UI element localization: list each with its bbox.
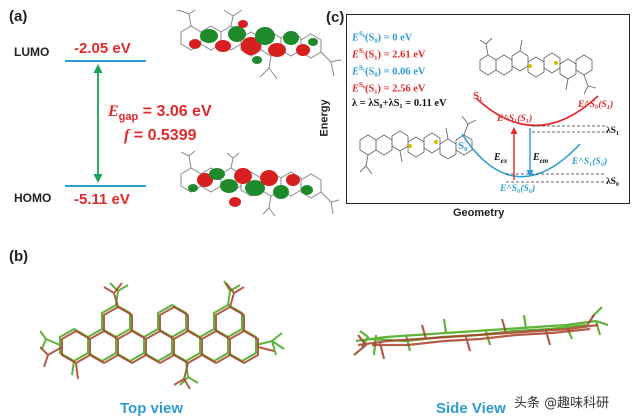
oscillator-strength-text: f = 0.5399 (124, 127, 197, 144)
homo-label: HOMO (14, 191, 52, 205)
s0-geometry-molecule (359, 115, 477, 175)
lobe (245, 180, 265, 196)
lobe (273, 185, 289, 199)
top-view-label: Top view (120, 400, 184, 417)
side-view-molecule (353, 306, 609, 360)
panel-b-label: (b) (9, 248, 29, 265)
lobe (238, 20, 248, 28)
legend-e-s1-s0: ES₁(S₀) = 0.06 eV (352, 64, 426, 78)
lobe (268, 43, 286, 57)
energy-axis-label: Energy (318, 99, 331, 137)
lobe (296, 44, 310, 56)
e-em-label: Eem (533, 152, 549, 165)
lobe (188, 184, 198, 192)
homo-orbital-molecule (180, 150, 340, 217)
s0-curve (461, 133, 581, 178)
side-view-label: Side View (436, 400, 506, 417)
side-s1-structure (353, 314, 599, 360)
lambda-s0-label: λS₀ (606, 177, 619, 187)
panel-c-label: (c) (326, 9, 345, 26)
s1-at-s0-label: E^S₁(S₀) (572, 157, 608, 167)
lobe (301, 185, 313, 195)
lobe (260, 170, 278, 186)
gap-arrow-head-down (93, 174, 103, 183)
lobe (234, 168, 252, 184)
s1-minimum-label: E^S₁(S₁) (497, 114, 533, 124)
lobe (308, 38, 318, 46)
s1-curve (475, 95, 599, 127)
lobe (197, 173, 213, 187)
lobe (189, 39, 201, 49)
legend-e-s1-s1: ES₁(S₁) = 2.61 eV (352, 47, 426, 61)
s0-minimum-label: E^S₀(S₀) (500, 184, 536, 194)
s1-curve-label: S₁ (473, 90, 483, 102)
legend-e-s0-s0: ES₀(S₀) = 0 eV (352, 30, 413, 44)
e-ex-label: Eex (494, 152, 508, 165)
lumo-energy: -2.05 eV (74, 40, 131, 57)
legend-e-s0-s1: ES₀(S₁) = 2.56 eV (352, 81, 426, 95)
lobe (241, 37, 261, 55)
homo-energy: -5.11 eV (74, 191, 130, 208)
lumo-orbital-molecule (176, 10, 341, 80)
s0-at-s1-label: E^S₀(S₁) (578, 100, 614, 110)
top-view-molecule (40, 280, 285, 390)
lobe (200, 29, 218, 43)
lambda-s1-label: λS₁ (606, 126, 619, 136)
band-gap-text: Egap = 3.06 eV (108, 103, 212, 124)
lobe (286, 174, 300, 186)
s1-structure (40, 282, 275, 390)
lobe (220, 179, 238, 193)
geometry-axis-label: Geometry (453, 207, 505, 219)
panel-a-label: (a) (9, 8, 28, 25)
lobe (283, 31, 299, 45)
lambda-line: λ = λS₀+λS₁ = 0.11 eV (352, 98, 447, 109)
lobe (215, 40, 231, 52)
watermark: 头条 @趣味科研 (514, 396, 610, 411)
s1-geometry-molecule (479, 37, 597, 95)
lobe (209, 168, 225, 180)
panel-c-frame (346, 14, 630, 204)
lobe (229, 197, 241, 207)
lobe (252, 56, 262, 64)
lobe (228, 26, 246, 42)
lobe (255, 27, 275, 45)
lumo-label: LUMO (14, 45, 50, 59)
potential-energy-curves (461, 95, 606, 183)
s0-curve-label: S₀ (458, 140, 468, 152)
gap-arrow-head-up (93, 64, 103, 73)
